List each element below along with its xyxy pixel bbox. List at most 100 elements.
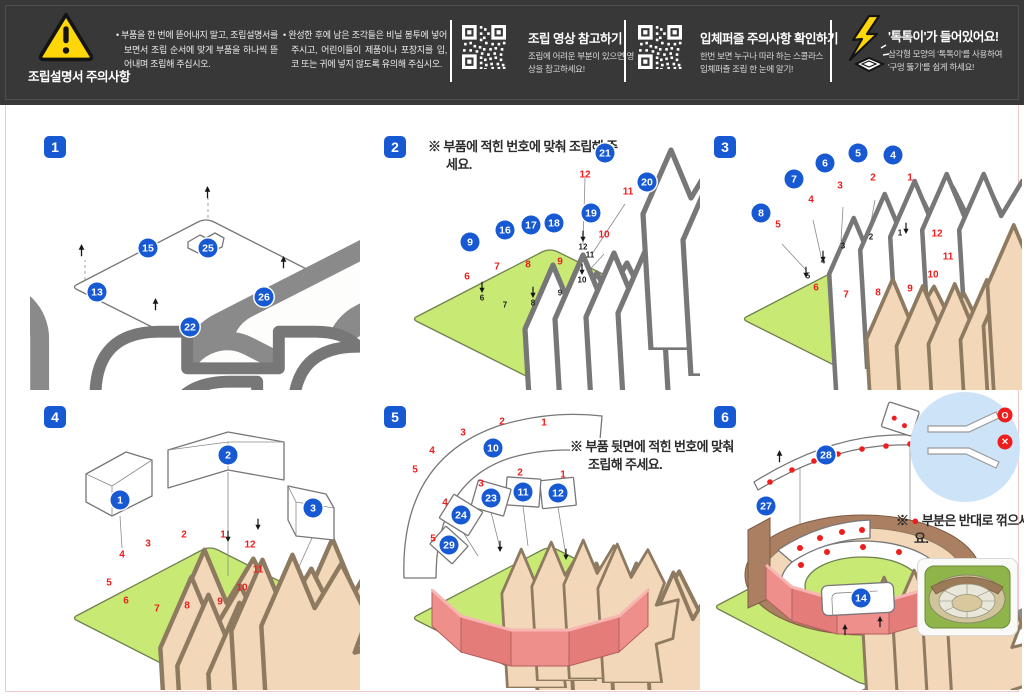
part-badge: 29 [439,535,459,555]
slot-number: 2 [868,232,874,242]
step-number: 4 [44,406,66,428]
step-3-diagram [700,120,1022,390]
step-number: 1 [44,136,66,158]
piece-number: 9 [557,256,563,268]
piece-number: 9 [217,596,223,608]
piece-number: 1 [907,172,913,184]
warning-bullet-2: • 완성한 후에 남은 조각들은 비닐 봉투에 넣어 주시고, 어린이들이 제품… [283,30,447,70]
part-badge: 9 [460,232,480,252]
piece-number: 4 [429,445,435,457]
toktok-desc: 삼각형 모양의 '톡톡이'를 사용하여 '구멍 뚫기'를 쉽게 하세요! [888,49,1003,73]
piece-number: 1 [541,417,547,429]
part-badge: 24 [451,505,471,525]
piece-number: 5 [412,464,418,476]
part-badge: 1 [110,490,130,510]
bend-wrong-badge: ✕ [997,434,1013,450]
video-qr-desc: 조립에 어려운 부분이 있으면 영상을 참고하세요! [528,51,635,75]
caution-qr-desc: 한번 보면 누구나 따라 하는 스콜라스 입체퍼즐 조립 한 눈에 알기! [700,51,824,75]
piece-number: 5 [106,577,112,589]
part-badge: 21 [595,143,615,163]
slot-number: 9 [557,288,563,298]
step-5-diagram [403,413,700,690]
slot-number: 6 [479,293,485,303]
qr-code-video-icon [462,25,506,69]
step-3-panel: 3 8 7 6 5 4 5 4 3 2 1 6 7 8 9 10 11 12 1… [700,120,1022,390]
piece-number: 11 [942,251,954,263]
part-badge: 16 [495,220,515,240]
part-badge: 5 [848,143,868,163]
part-badge: 4 [883,145,903,165]
step-note: ※ ● 부분은 반대로 꺾으세요. [896,513,1024,547]
qr-code-caution-icon [638,25,682,69]
step-note: ※ 부품 뒷면에 적힌 번호에 맞춰 조립해 주세요. [570,438,738,475]
red-dot-marker: ● [911,513,919,528]
piece-number: 8 [525,259,531,271]
piece-number: 3 [460,427,466,439]
step-4-panel: 4 1 2 3 4 5 6 7 8 9 10 11 12 3 2 1 [30,390,360,690]
piece-number: 8 [184,600,190,612]
piece-number: 1 [220,529,226,541]
part-badge: 7 [784,169,804,189]
warning-title: 조립설명서 주의사항 [28,70,130,84]
piece-number: 7 [494,261,500,273]
part-badge: 8 [751,203,771,223]
header-bar: 조립설명서 주의사항 • 부품을 한 번에 뜯어내지 말고, 조립설명서를 보면… [0,0,1024,105]
piece-number: 11 [622,186,634,198]
toktok-punch-icon [848,14,890,73]
step-2-panel: 2 ※ 부품에 적힌 번호에 맞춰 조립해 주세요. 9 16 17 18 19… [370,120,700,390]
piece-number: 12 [931,228,943,240]
step-1-panel: 1 15 25 13 22 26 [30,120,360,390]
warning-bullet-1: • 부품을 한 번에 뜯어내지 말고, 조립설명서를 보면서 조립 순서에 맞게… [116,30,278,70]
part-badge: 6 [815,153,835,173]
step-2-diagram [370,120,700,390]
piece-number: 5 [430,533,436,545]
piece-number: 6 [464,271,470,283]
part-badge: 12 [548,483,568,503]
part-badge: 22 [180,317,200,337]
part-badge: 10 [483,438,503,458]
part-badge: 20 [637,172,657,192]
piece-number: 12 [244,539,256,551]
step-note: ※ 부품에 적힌 번호에 맞춰 조립해 주세요. [428,139,618,173]
slot-number: 8 [530,298,536,308]
finished-model-photo [917,558,1018,636]
part-badge: 14 [851,588,871,608]
header-divider [450,20,452,82]
piece-number: 2 [181,529,187,541]
part-badge: 3 [303,498,323,518]
piece-number: 2 [499,416,505,428]
piece-number: 8 [875,287,881,299]
piece-number: 9 [907,283,913,295]
piece-number: 2 [870,172,876,184]
piece-number: 12 [579,169,591,181]
piece-number: 6 [123,595,129,607]
video-qr-title: 조립 영상 참고하기 [528,32,622,46]
slot-number: 10 [577,275,587,285]
piece-number: 6 [813,282,819,294]
part-badge: 2 [218,445,238,465]
step-number: 5 [384,406,406,428]
piece-number: 4 [808,194,814,206]
part-badge: 19 [581,203,601,223]
step-5-panel: 5 ※ 부품 뒷면에 적힌 번호에 맞춰 조립해 주세요. 10 23 24 1… [370,390,738,690]
slot-number: 1 [897,228,903,238]
step-6-panel: 6 28 27 14 O ✕ ※ ● 부분은 반대로 꺾으세요. [700,390,1024,690]
slot-number: 5 [805,271,811,281]
part-badge: 25 [198,238,218,258]
part-badge: 23 [481,488,501,508]
step-4-diagram [73,431,360,690]
part-badge: 28 [816,445,836,465]
piece-number: 5 [775,219,781,231]
part-badge: 27 [756,496,776,516]
step-number: 2 [384,136,406,158]
part-badge: 17 [521,215,541,235]
toktok-title: '톡톡이'가 들어있어요! [888,30,999,44]
step-number: 6 [714,406,736,428]
warning-triangle-icon [38,12,94,62]
bend-correct-badge: O [997,407,1013,423]
part-badge: 26 [254,287,274,307]
piece-number: 7 [154,603,160,615]
slot-number: 11 [585,250,595,260]
header-divider [624,20,626,82]
